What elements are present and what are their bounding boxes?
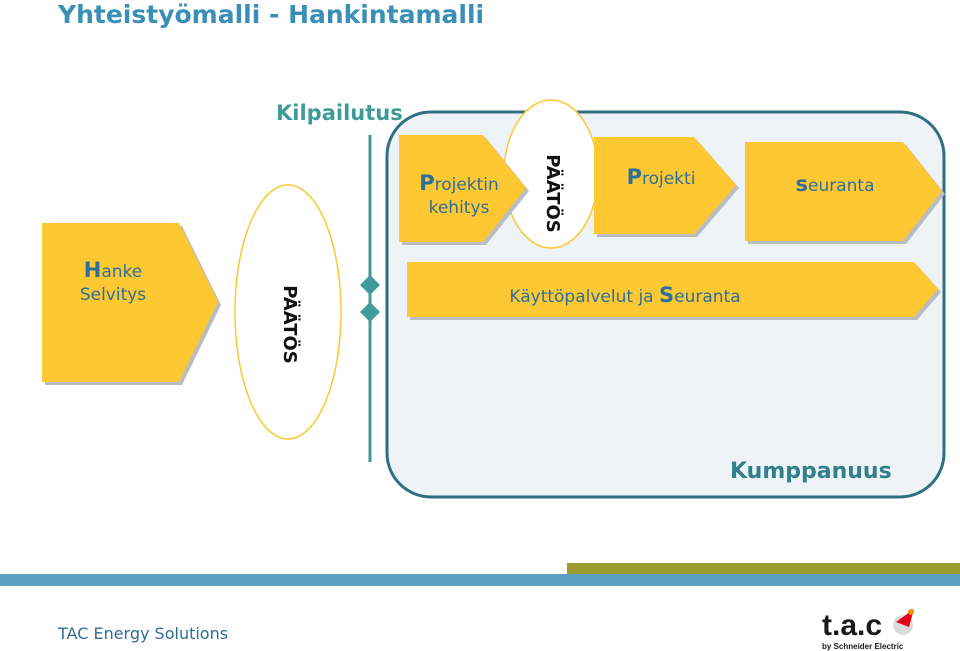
selvitys-label: Selvitys [79,285,147,305]
competition-label: Kilpailutus [276,101,403,125]
seuranta-text: seuranta [750,173,920,198]
footer-bar-blue [0,574,960,586]
kayttopalvelut-rest: euranta [674,287,741,307]
kayttopalvelut-cap: S [659,283,675,307]
decision-label-main: PÄÄTÖS [278,285,300,364]
projektin-cap: P [419,171,435,195]
projekti-rest: rojekti [641,169,696,189]
logo-brand: t.a.c [822,609,882,642]
kayttopalvelut-prefix: Käyttöpalvelut ja [509,287,659,307]
footer-company: TAC Energy Solutions [58,624,229,643]
hanke-cap: H [83,258,102,282]
seuranta-rest: euranta [808,176,875,196]
chevron-hanke [42,223,218,382]
hanke-rest: anke [101,262,143,282]
diamond-icon [360,275,380,295]
projekti-text: Projekti [598,166,724,191]
projektin-rest: rojektin [434,175,499,195]
chevron-projektin-kehitys [399,135,526,242]
kehitys-label: kehitys [428,198,490,218]
chevron-projekti [594,137,736,234]
diamond-icon [360,302,380,322]
chevron-kayttopalvelut [407,262,938,317]
logo-sub: by Schneider Electric [822,642,904,651]
projekti-cap: P [626,165,642,189]
decision-ellipse-main [234,184,342,440]
kayttopalvelut-text: Käyttöpalvelut ja Seuranta [420,284,830,309]
chevron-seuranta [745,142,942,241]
page-title: Yhteistyömalli - Hankintamalli [58,0,485,29]
projektin-kehitys-text: Projektin kehitys [402,172,516,220]
decision-label-top: PÄÄTÖS [541,154,563,233]
logo-dot-icon [908,609,914,615]
tac-logo: t.a.c by Schneider Electric [822,609,914,651]
hanke-text: Hanke Selvitys [45,259,181,307]
seuranta-cap: s [795,172,809,196]
footer-bar-olive [567,563,960,574]
partnership-label: Kumppanuus [730,459,892,484]
